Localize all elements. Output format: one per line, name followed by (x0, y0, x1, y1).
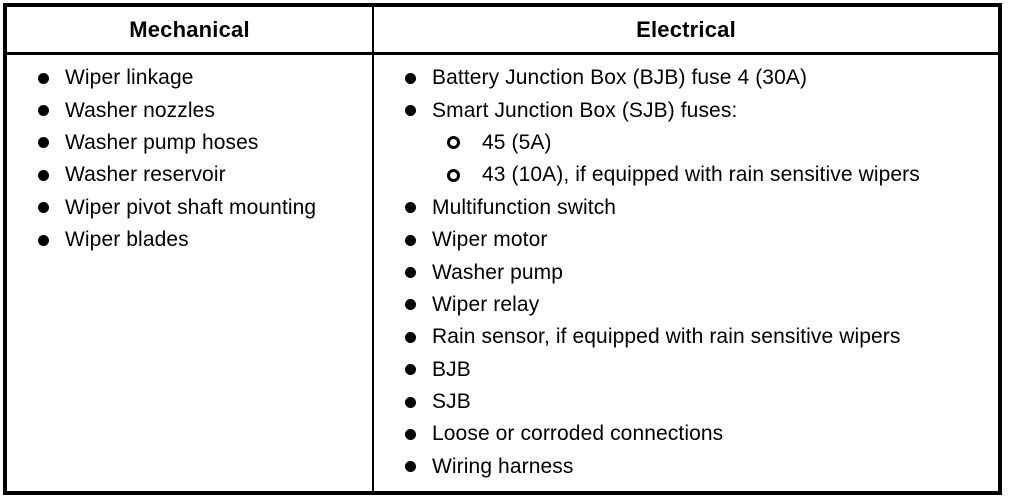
list-item: Washer nozzles (7, 94, 372, 126)
list-item: Battery Junction Box (BJB) fuse 4 (30A) (374, 62, 998, 94)
list-item-text: Loose or corroded connections (432, 422, 724, 446)
list-item-text: Rain sensor, if equipped with rain sensi… (432, 325, 901, 349)
list-item: 43 (10A), if equipped with rain sensitiv… (374, 159, 998, 191)
open-circle-bullet-icon (447, 136, 460, 150)
list-item-text: Wiper relay (432, 292, 540, 316)
column-header-mechanical-label: Mechanical (129, 16, 250, 42)
list-item: 45 (5A) (374, 127, 998, 159)
list-item-text: Washer nozzles (65, 98, 216, 122)
list-item: BJB (374, 354, 998, 386)
list-item-text: Wiper motor (432, 228, 548, 252)
filled-bullet-icon (38, 137, 49, 149)
list-item-text: Multifunction switch (432, 195, 617, 219)
filled-bullet-icon (405, 331, 416, 343)
list-item: Smart Junction Box (SJB) fuses: (374, 94, 998, 126)
list-item-text: SJB (432, 390, 471, 414)
column-electrical: Electrical Battery Junction Box (BJB) fu… (374, 7, 998, 491)
filled-bullet-icon (38, 202, 49, 214)
filled-bullet-icon (405, 364, 416, 376)
list-item-text: 43 (10A), if equipped with rain sensitiv… (482, 163, 920, 187)
list-item-text: Washer pump (432, 260, 564, 284)
list-item: Wiper motor (374, 224, 998, 256)
list-item-text: 45 (5A) (482, 130, 552, 154)
filled-bullet-icon (38, 72, 49, 84)
filled-bullet-icon (405, 461, 416, 473)
list-item-text: Battery Junction Box (BJB) fuse 4 (30A) (432, 66, 808, 90)
list-item: Washer pump (374, 256, 998, 288)
list-item-text: Wiper blades (65, 228, 189, 252)
list-item: Multifunction switch (374, 192, 998, 224)
filled-bullet-icon (405, 202, 416, 214)
list-item-text: Washer reservoir (65, 163, 226, 187)
list-item-text: Smart Junction Box (SJB) fuses: (432, 98, 738, 122)
list-item-text: BJB (432, 357, 471, 381)
filled-bullet-icon (38, 234, 49, 246)
list-item: Washer reservoir (7, 159, 372, 191)
filled-bullet-icon (405, 72, 416, 84)
list-item-text: Washer pump hoses (65, 130, 259, 154)
filled-bullet-icon (405, 428, 416, 440)
list-item: SJB (374, 386, 998, 418)
list-item-text: Wiring harness (432, 454, 574, 478)
list-item: Wiper pivot shaft mounting (7, 192, 372, 224)
filled-bullet-icon (38, 169, 49, 181)
filled-bullet-icon (405, 234, 416, 246)
list-item: Wiper relay (374, 289, 998, 321)
bullet-list-electrical: Battery Junction Box (BJB) fuse 4 (30A) S… (374, 55, 998, 483)
filled-bullet-icon (405, 396, 416, 408)
column-header-electrical-label: Electrical (636, 16, 736, 42)
list-item: Wiper linkage (7, 62, 372, 94)
filled-bullet-icon (405, 105, 416, 117)
list-item: Rain sensor, if equipped with rain sensi… (374, 321, 998, 353)
list-item: Wiper blades (7, 224, 372, 256)
column-header-electrical: Electrical (374, 7, 998, 55)
list-item-text: Wiper pivot shaft mounting (65, 195, 317, 219)
filled-bullet-icon (405, 299, 416, 311)
open-circle-bullet-icon (447, 168, 460, 182)
list-item-text: Wiper linkage (65, 66, 194, 90)
list-item: Loose or corroded connections (374, 418, 998, 450)
list-item: Washer pump hoses (7, 127, 372, 159)
list-item: Wiring harness (374, 451, 998, 483)
filled-bullet-icon (38, 105, 49, 117)
filled-bullet-icon (405, 267, 416, 279)
column-header-mechanical: Mechanical (7, 7, 372, 55)
